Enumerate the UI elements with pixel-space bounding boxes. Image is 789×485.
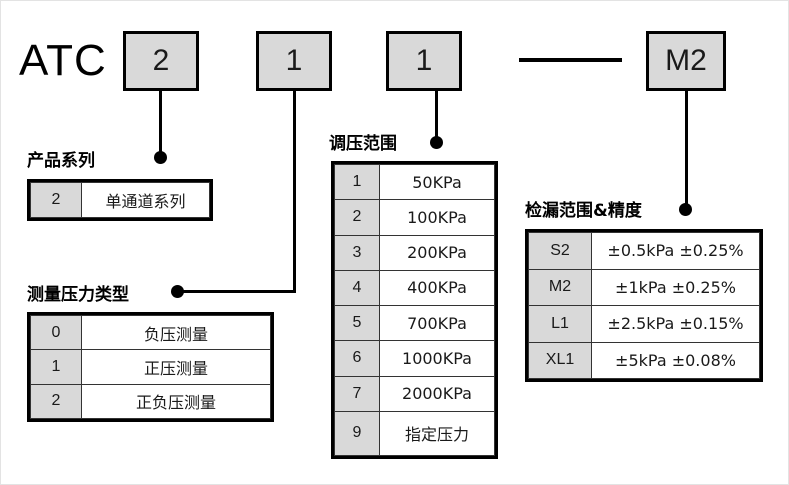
connector-pressure-type-vertical [293, 91, 296, 292]
table-row: 0 负压测量 [30, 314, 271, 351]
connector-pressure-type-horizontal [177, 290, 296, 293]
group-label-pressure-range: 调压范围 [329, 134, 397, 154]
option-code: 3 [334, 234, 380, 271]
connector-dot-pressure-type [171, 285, 184, 298]
option-code: S2 [528, 232, 592, 270]
option-code: 6 [334, 340, 380, 377]
table-row: 6 1000KPa [334, 340, 495, 377]
option-table-pressure-range: 1 50KPa 2 100KPa 3 200KPa 4 400KPa 5 700… [331, 161, 498, 459]
table-row: S2 ±0.5kPa ±0.25% [528, 232, 760, 270]
code-box-pressure-type-value: 1 [285, 44, 303, 77]
option-desc: 50KPa [379, 163, 495, 201]
option-desc: 正压测量 [81, 349, 271, 385]
option-desc: 单通道系列 [81, 182, 210, 218]
option-code: 5 [334, 305, 380, 342]
option-desc: 100KPa [379, 199, 495, 236]
table-row: XL1 ±5kPa ±0.08% [528, 341, 760, 379]
model-prefix-label: ATC [19, 36, 107, 85]
table-row: 7 2000KPa [334, 375, 495, 412]
option-desc: 700KPa [379, 305, 495, 342]
option-code: 4 [334, 269, 380, 307]
code-box-pressure-range-value: 1 [415, 44, 433, 77]
option-code: M2 [528, 268, 592, 306]
table-row: 1 正压测量 [30, 349, 271, 385]
option-code: 9 [334, 410, 380, 457]
table-row: 4 400KPa [334, 269, 495, 307]
connector-dot-series [154, 151, 167, 164]
connector-dot-leak-range [679, 203, 692, 216]
code-box-series: 2 [123, 31, 199, 91]
option-desc: 2000KPa [379, 375, 495, 412]
option-desc: 1000KPa [379, 340, 495, 377]
option-table-pressure-type: 0 负压测量 1 正压测量 2 正负压测量 [27, 312, 274, 422]
option-desc: 正负压测量 [81, 383, 271, 420]
code-box-leak-range-value: M2 [665, 44, 707, 77]
group-label-pressure-type: 测量压力类型 [27, 285, 129, 305]
model-separator-dash [519, 58, 622, 62]
option-desc: ±5kPa ±0.08% [591, 341, 760, 379]
option-code: 2 [30, 383, 82, 420]
option-desc: 200KPa [379, 234, 495, 271]
connector-series [159, 91, 162, 157]
option-desc: 400KPa [379, 269, 495, 307]
option-code: 0 [30, 314, 82, 351]
group-label-series: 产品系列 [27, 151, 95, 171]
option-code: L1 [528, 305, 592, 343]
group-label-leak-range: 检漏范围&精度 [525, 201, 642, 221]
connector-dot-pressure-range [430, 136, 443, 149]
option-desc: ±1kPa ±0.25% [591, 268, 760, 306]
option-table-series: 2 单通道系列 [27, 179, 213, 221]
table-row: M2 ±1kPa ±0.25% [528, 268, 760, 306]
table-row: L1 ±2.5kPa ±0.15% [528, 305, 760, 343]
option-table-leak-range: S2 ±0.5kPa ±0.25% M2 ±1kPa ±0.25% L1 ±2.… [525, 229, 763, 382]
option-desc: 负压测量 [81, 314, 271, 351]
code-box-leak-range: M2 [646, 31, 726, 91]
code-box-pressure-type: 1 [256, 31, 332, 91]
code-box-series-value: 2 [152, 44, 170, 77]
table-row: 1 50KPa [334, 163, 495, 201]
table-row: 5 700KPa [334, 305, 495, 342]
connector-leak-range [685, 91, 688, 209]
table-row: 3 200KPa [334, 234, 495, 271]
option-desc: 指定压力 [379, 410, 495, 457]
option-desc: ±2.5kPa ±0.15% [591, 305, 760, 343]
table-row: 2 单通道系列 [30, 182, 210, 218]
table-row: 9 指定压力 [334, 410, 495, 457]
option-desc: ±0.5kPa ±0.25% [591, 232, 760, 270]
option-code: 7 [334, 375, 380, 412]
option-code: 2 [334, 199, 380, 236]
connector-pressure-range [435, 91, 438, 142]
option-code: 1 [334, 163, 380, 201]
option-code: XL1 [528, 341, 592, 379]
option-code: 2 [30, 182, 82, 218]
table-row: 2 100KPa [334, 199, 495, 236]
code-box-pressure-range: 1 [386, 31, 462, 91]
option-code: 1 [30, 349, 82, 385]
table-row: 2 正负压测量 [30, 383, 271, 420]
